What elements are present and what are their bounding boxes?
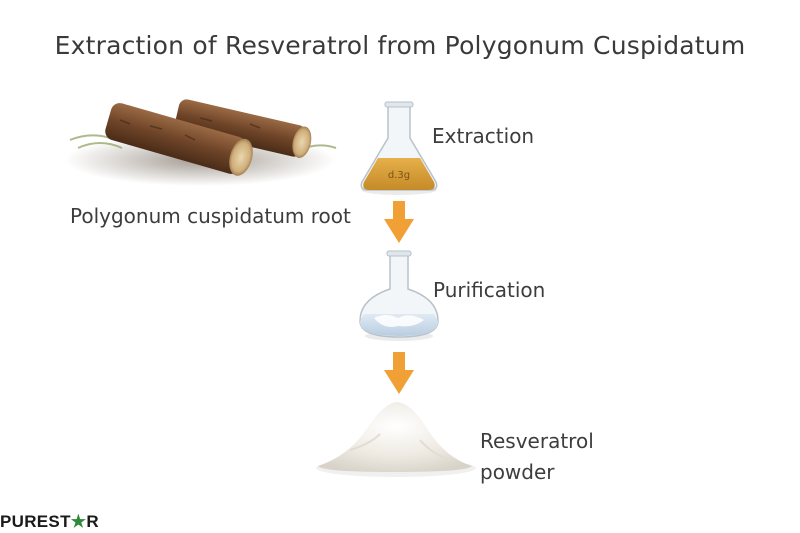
- product-label-line1: Resveratrol: [480, 429, 594, 453]
- diagram-title: Extraction of Resveratrol from Polygonum…: [54, 31, 746, 60]
- powder-pile-icon: [316, 402, 476, 477]
- source-label: Polygonum cuspidatum root: [70, 204, 351, 228]
- arrow-down-icon: [384, 352, 414, 394]
- product-label: Resveratrol powder: [480, 426, 640, 488]
- amber-flask-icon: d.3g: [360, 101, 438, 195]
- product-label-line2: powder: [480, 460, 555, 484]
- root-logs-icon: [65, 99, 337, 186]
- brand-logo: PUREST★R: [0, 512, 99, 531]
- flask-marking: d.3g: [388, 170, 410, 181]
- arrow-down-icon: [384, 201, 414, 243]
- clear-flask-icon: [359, 250, 439, 341]
- step-purification-label: Purification: [433, 278, 546, 302]
- step-extraction-label: Extraction: [432, 124, 535, 148]
